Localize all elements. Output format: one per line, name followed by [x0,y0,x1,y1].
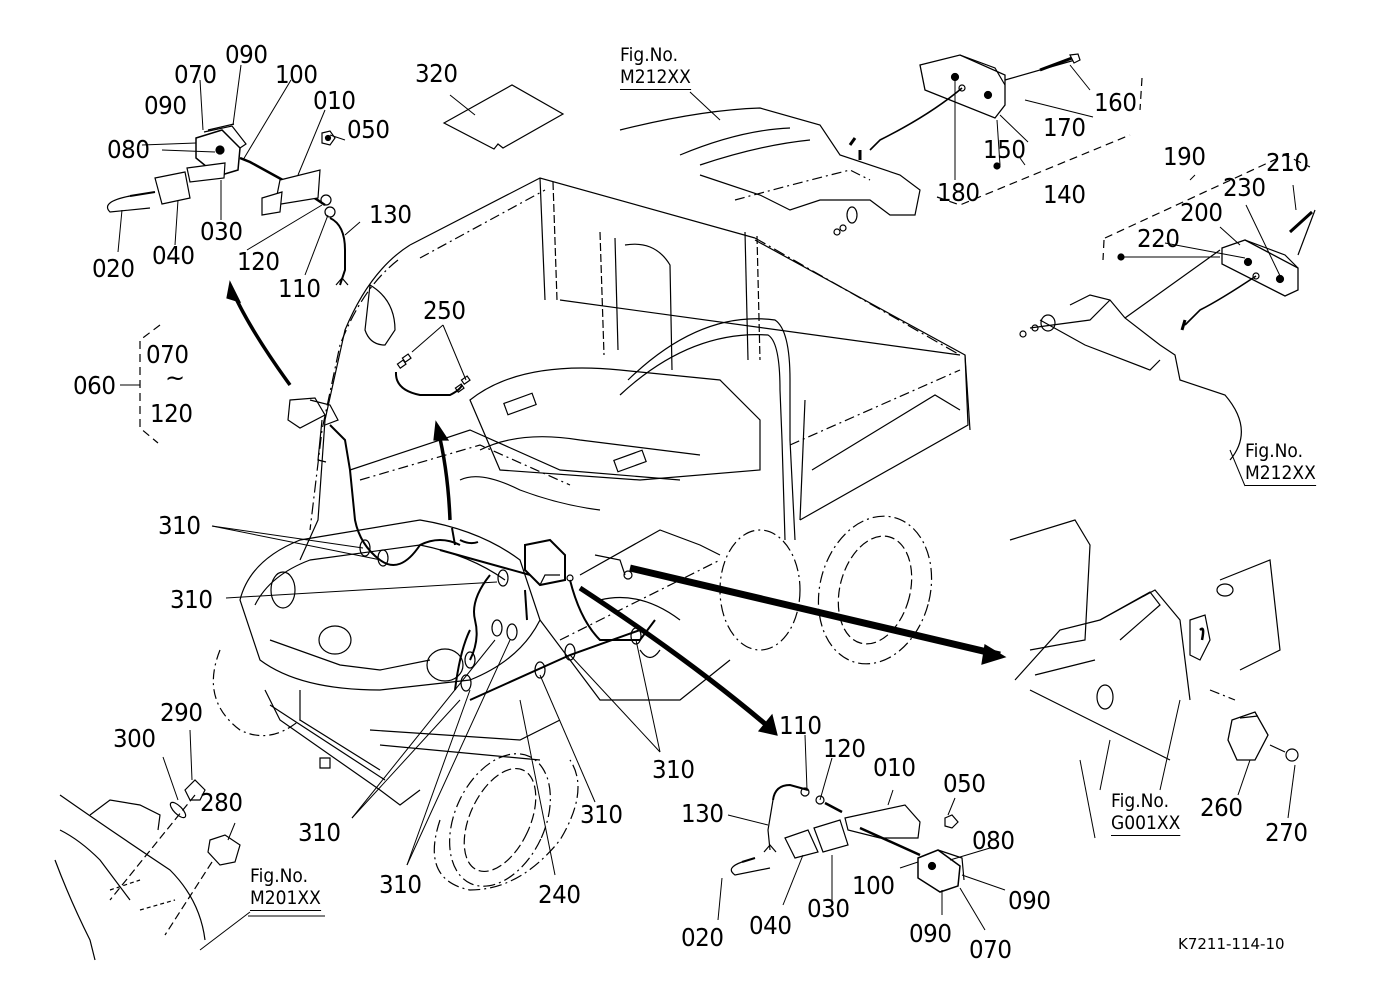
callout-090: 090 [1008,886,1051,915]
callout-310: 310 [158,511,201,540]
callout-310: 310 [170,585,213,614]
callout-030: 030 [200,217,243,246]
callout-020: 020 [681,923,724,952]
callout-030: 030 [807,894,850,923]
callout-310: 310 [652,755,695,784]
callout-120: 120 [823,734,866,763]
figure-ref-label: Fig.No. [620,44,679,66]
figure-ref-label: Fig.No. [250,865,309,887]
lamp-assembly-bottom-drawing [731,785,964,892]
callout-060-range-start: 070 [146,340,189,369]
lamp-assembly-top-left-drawing [108,124,349,285]
harness-250-drawing [396,354,470,395]
callout-310: 310 [298,818,341,847]
callout-200: 200 [1180,198,1223,227]
callout-170: 170 [1043,113,1086,142]
callout-230: 230 [1223,173,1266,202]
leader-lines [118,65,1296,950]
callout-190: 190 [1163,142,1206,171]
group-brackets [140,78,1310,443]
callout-010: 010 [873,753,916,782]
callout-290: 290 [160,698,203,727]
callout-310: 310 [379,870,422,899]
callout-210: 210 [1266,148,1309,177]
callout-270: 270 [1265,818,1308,847]
callout-240: 240 [538,880,581,909]
callout-220: 220 [1137,224,1180,253]
callout-050: 050 [943,769,986,798]
callout-320: 320 [415,59,458,88]
callout-260: 260 [1200,793,1243,822]
callout-110: 110 [779,711,822,740]
callout-160: 160 [1094,88,1137,117]
callout-010: 010 [313,86,356,115]
callout-090: 090 [225,40,268,69]
callout-100: 100 [852,871,895,900]
callout-090: 090 [144,91,187,120]
figure-ref-label: Fig.No. [1245,440,1304,462]
callout-070: 070 [969,935,1012,964]
range-tilde: ~ [165,364,186,392]
callout-130: 130 [369,200,412,229]
callout-140: 140 [1043,180,1086,209]
figure-reference-m212xx-top[interactable]: Fig.No. M212XX [620,44,691,90]
relay-mount-detail-drawing [1010,520,1298,761]
callout-100: 100 [275,60,318,89]
callout-070: 070 [174,60,217,89]
callout-040: 040 [749,911,792,940]
callout-120: 120 [237,247,280,276]
figure-reference-g001xx[interactable]: Fig.No. G001XX [1111,790,1181,836]
figure-ref-number: M212XX [1245,462,1316,486]
callout-080: 080 [107,135,150,164]
callout-090: 090 [909,919,952,948]
figure-ref-label: Fig.No. [1111,790,1170,812]
drawing-code: K7211-114-10 [1178,935,1285,953]
direction-arrows [227,282,1005,735]
callout-050: 050 [347,115,390,144]
callout-060-range-end: 120 [150,399,193,428]
figure-ref-number: M201XX [250,887,321,911]
callout-080: 080 [972,826,1015,855]
callout-040: 040 [152,241,195,270]
callout-110: 110 [278,274,321,303]
rear-lamp-right-drawing [1020,210,1315,460]
rear-lamp-left-drawing [620,54,1080,235]
callout-250: 250 [423,296,466,325]
callout-180: 180 [937,178,980,207]
figure-ref-number: M212XX [620,66,691,90]
callout-310: 310 [580,800,623,829]
callout-280: 280 [200,788,243,817]
sheet-320-drawing [444,85,563,149]
figure-reference-m212xx-right[interactable]: Fig.No. M212XX [1245,440,1316,486]
callout-300: 300 [113,724,156,753]
callout-060-assembly: 060 [73,371,116,400]
front-lower-left-drawing [55,780,240,960]
callout-150: 150 [983,135,1026,164]
callout-130: 130 [681,799,724,828]
figure-reference-m201xx[interactable]: Fig.No. M201XX [250,865,321,911]
figure-ref-number: G001XX [1111,812,1181,836]
callout-020: 020 [92,254,135,283]
